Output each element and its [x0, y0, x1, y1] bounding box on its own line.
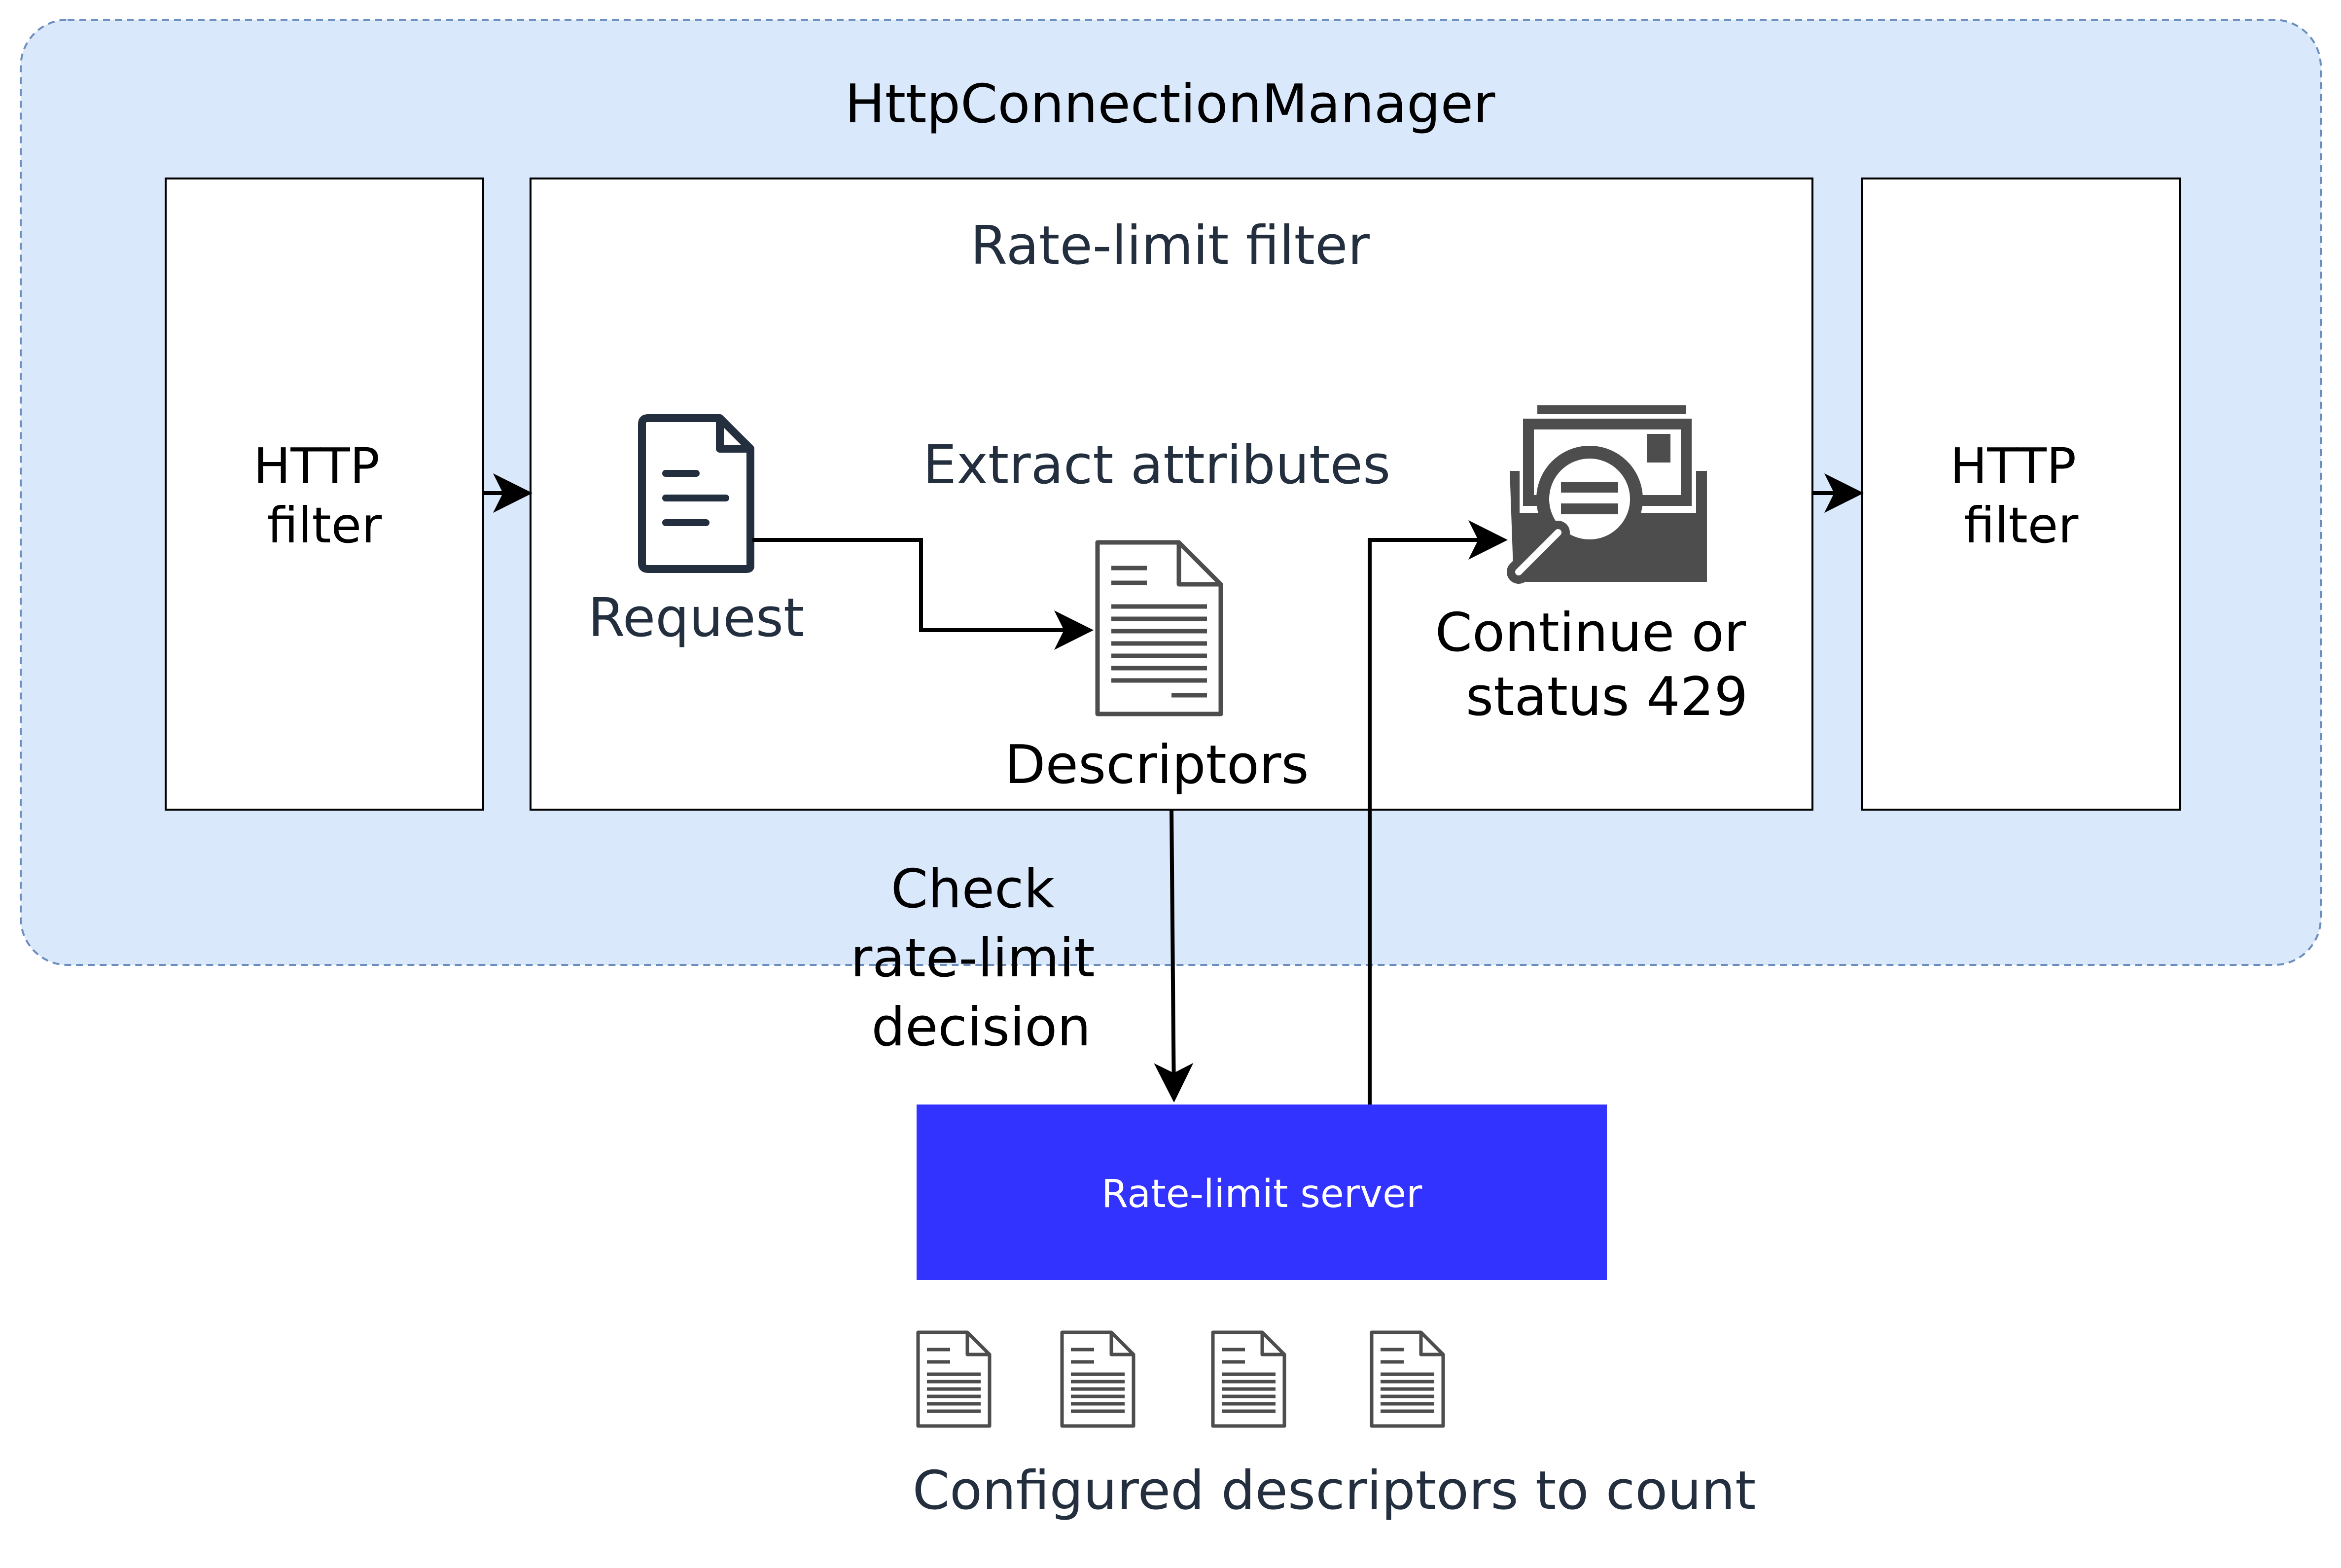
decision-line1: Continue or [1435, 602, 1746, 664]
configured-descriptor-icon-1 [918, 1332, 990, 1426]
left-http-filter-box[interactable] [165, 178, 484, 811]
arrow-server-response [1368, 520, 1508, 1105]
rate-limit-server-box[interactable] [917, 1105, 1607, 1280]
extract-attributes-label: Extract attributes [923, 434, 1390, 496]
decision-line2: status 429 [1466, 666, 1748, 728]
check-line1: Check [891, 858, 1055, 920]
check-line3: decision [871, 997, 1091, 1058]
check-line2: rate-limit [851, 927, 1095, 989]
rate-limit-server-label: Rate-limit server [1101, 1172, 1422, 1216]
left-filter-line2: filter [267, 497, 383, 554]
right-filter-line1: HTTP [1950, 437, 2076, 495]
configured-descriptors-label: Configured descriptors to count [913, 1460, 1756, 1522]
container-title: HttpConnectionManager [845, 73, 1496, 135]
right-http-filter-box[interactable] [1861, 178, 2181, 811]
right-http-filter-label: HTTP filter [1950, 437, 2092, 554]
configured-descriptor-icon-3 [1213, 1332, 1284, 1426]
configured-descriptor-icon-4 [1372, 1332, 1443, 1426]
rate-limit-filter-title: Rate-limit filter [970, 215, 1370, 277]
arrow-check-to-server [1154, 809, 1194, 1103]
request-label: Request [588, 587, 805, 649]
continue-or-status-label: Continue or status 429 [1435, 602, 1763, 728]
request-document-icon [638, 414, 754, 573]
descriptors-document-icon [1095, 540, 1223, 716]
right-filter-line2: filter [1964, 497, 2079, 554]
left-filter-line1: HTTP [253, 437, 380, 495]
arrow-request-to-descriptors [752, 538, 1094, 650]
descriptors-label: Descriptors [1004, 734, 1309, 796]
check-rate-limit-label: Check rate-limit decision [851, 858, 1112, 1058]
configured-descriptor-icon-2 [1062, 1332, 1134, 1426]
left-http-filter-label: HTTP filter [253, 437, 395, 554]
inbox-search-icon [1507, 405, 1707, 584]
